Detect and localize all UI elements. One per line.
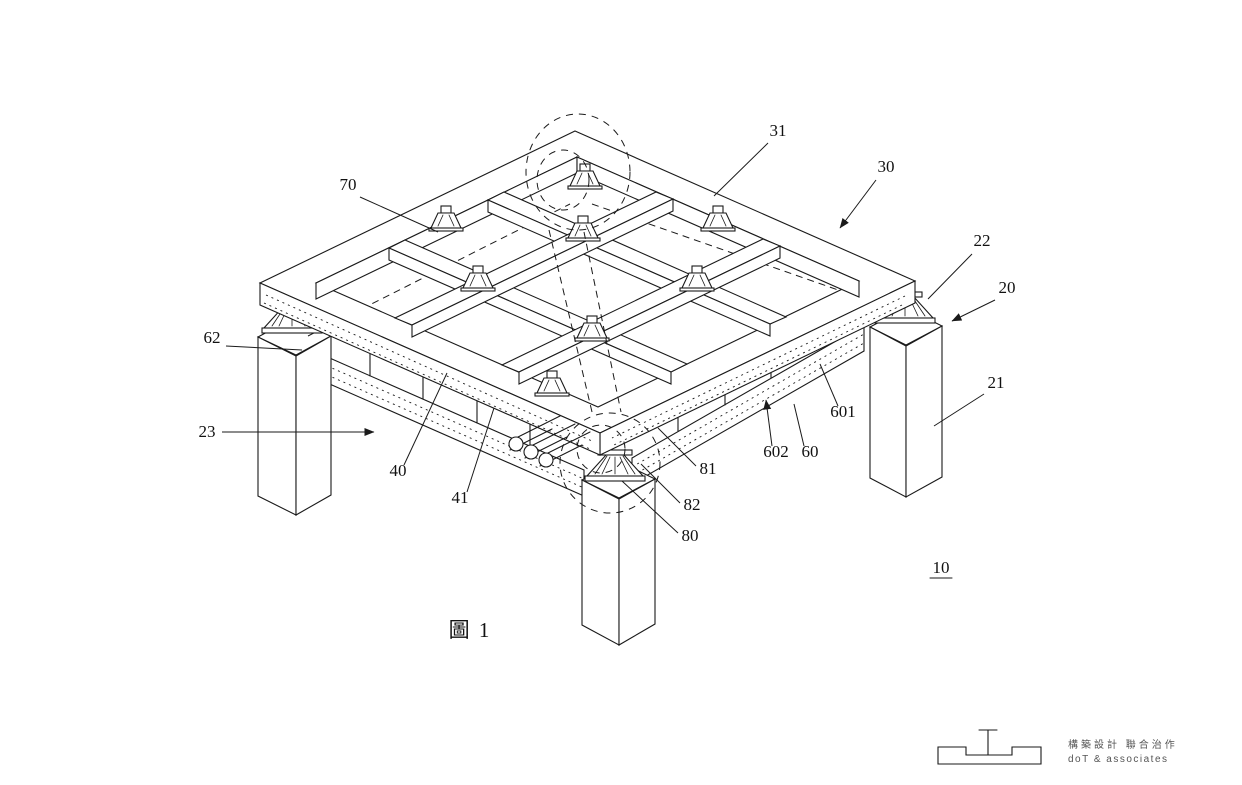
leader-line-81 (657, 427, 697, 467)
right-leg-side-face (905, 325, 943, 498)
ref-label-31: 31 (770, 121, 787, 140)
left-leg-front-face (257, 336, 297, 516)
leader-line-62 (225, 345, 303, 351)
logo-text-zh: 構築設計 聯合治作 (1068, 738, 1178, 751)
ref-label-82: 82 (684, 495, 701, 514)
logo-text-en: doT & associates (1068, 754, 1169, 765)
logo: 構築設計 聯合治作 doT & associates (937, 729, 1178, 765)
legs (256, 307, 944, 646)
ref-label-40: 40 (390, 461, 407, 480)
ref-label-21: 21 (988, 373, 1005, 392)
ref-label-30: 30 (878, 157, 895, 176)
detail-circle-top (525, 113, 631, 231)
ref-label-20: 20 (999, 278, 1016, 297)
left-leg-side-face (295, 335, 332, 516)
ref-label-70: 70 (340, 175, 357, 194)
rail-ties-left (369, 352, 531, 447)
leader-line-41 (466, 407, 495, 493)
ref-label-81: 81 (700, 459, 717, 478)
logo-mark-post (978, 729, 998, 756)
lower-rail-right-perforations (631, 333, 865, 477)
beam-d-face (518, 245, 781, 385)
leader-line-31 (713, 142, 769, 197)
ref-label-60: 60 (802, 442, 819, 461)
leader-line-70 (359, 196, 439, 233)
ref-label-62: 62 (204, 328, 221, 347)
leader-line-602 (763, 399, 773, 447)
ref-label-23: 23 (199, 422, 216, 441)
right-leg-front-face (869, 326, 907, 498)
leader-line-20 (951, 299, 996, 322)
pipe-end-3 (538, 452, 554, 468)
ref-label-601: 601 (830, 402, 856, 421)
detail-circle-front (559, 412, 661, 514)
detail-circle-top-inner (536, 149, 590, 211)
ref-label-602: 602 (763, 442, 789, 461)
front-leg-side-face (618, 478, 656, 646)
rim-perforations-right (611, 295, 906, 446)
figure-caption: 圖 1 (449, 618, 492, 642)
pipe-end-1 (508, 436, 524, 452)
frame-rim-face-left (259, 282, 601, 456)
logo-mark-slab (937, 746, 1042, 765)
ref-label-22: 22 (974, 231, 991, 250)
leader-line-82 (640, 463, 681, 504)
projection-lines (548, 229, 622, 413)
leader-line-601 (819, 363, 839, 407)
lower-rail-left-perforations (315, 360, 585, 489)
beam-c-face (411, 198, 674, 338)
pipe-end-2 (523, 444, 539, 460)
ref-label-80: 80 (682, 526, 699, 545)
detail-circles (525, 113, 661, 514)
grid-beams (387, 191, 788, 385)
leader-line-60 (793, 403, 805, 447)
leader-line-80 (621, 480, 679, 534)
leader-line-22 (927, 253, 973, 300)
figure-ref-number: 10 (933, 558, 950, 577)
leader-line-30 (839, 179, 877, 229)
leader-line-21 (933, 393, 985, 427)
rim-perforations (263, 294, 906, 450)
leader-line-40 (403, 372, 448, 466)
pipes (508, 415, 591, 468)
ref-label-41: 41 (452, 488, 469, 507)
front-leg-front-face (581, 479, 620, 646)
detail-circle-front-inner (576, 424, 626, 474)
labels-layer: 70 31 30 22 20 21 62 23 40 41 80 82 81 601 602 60 (199, 121, 1016, 545)
